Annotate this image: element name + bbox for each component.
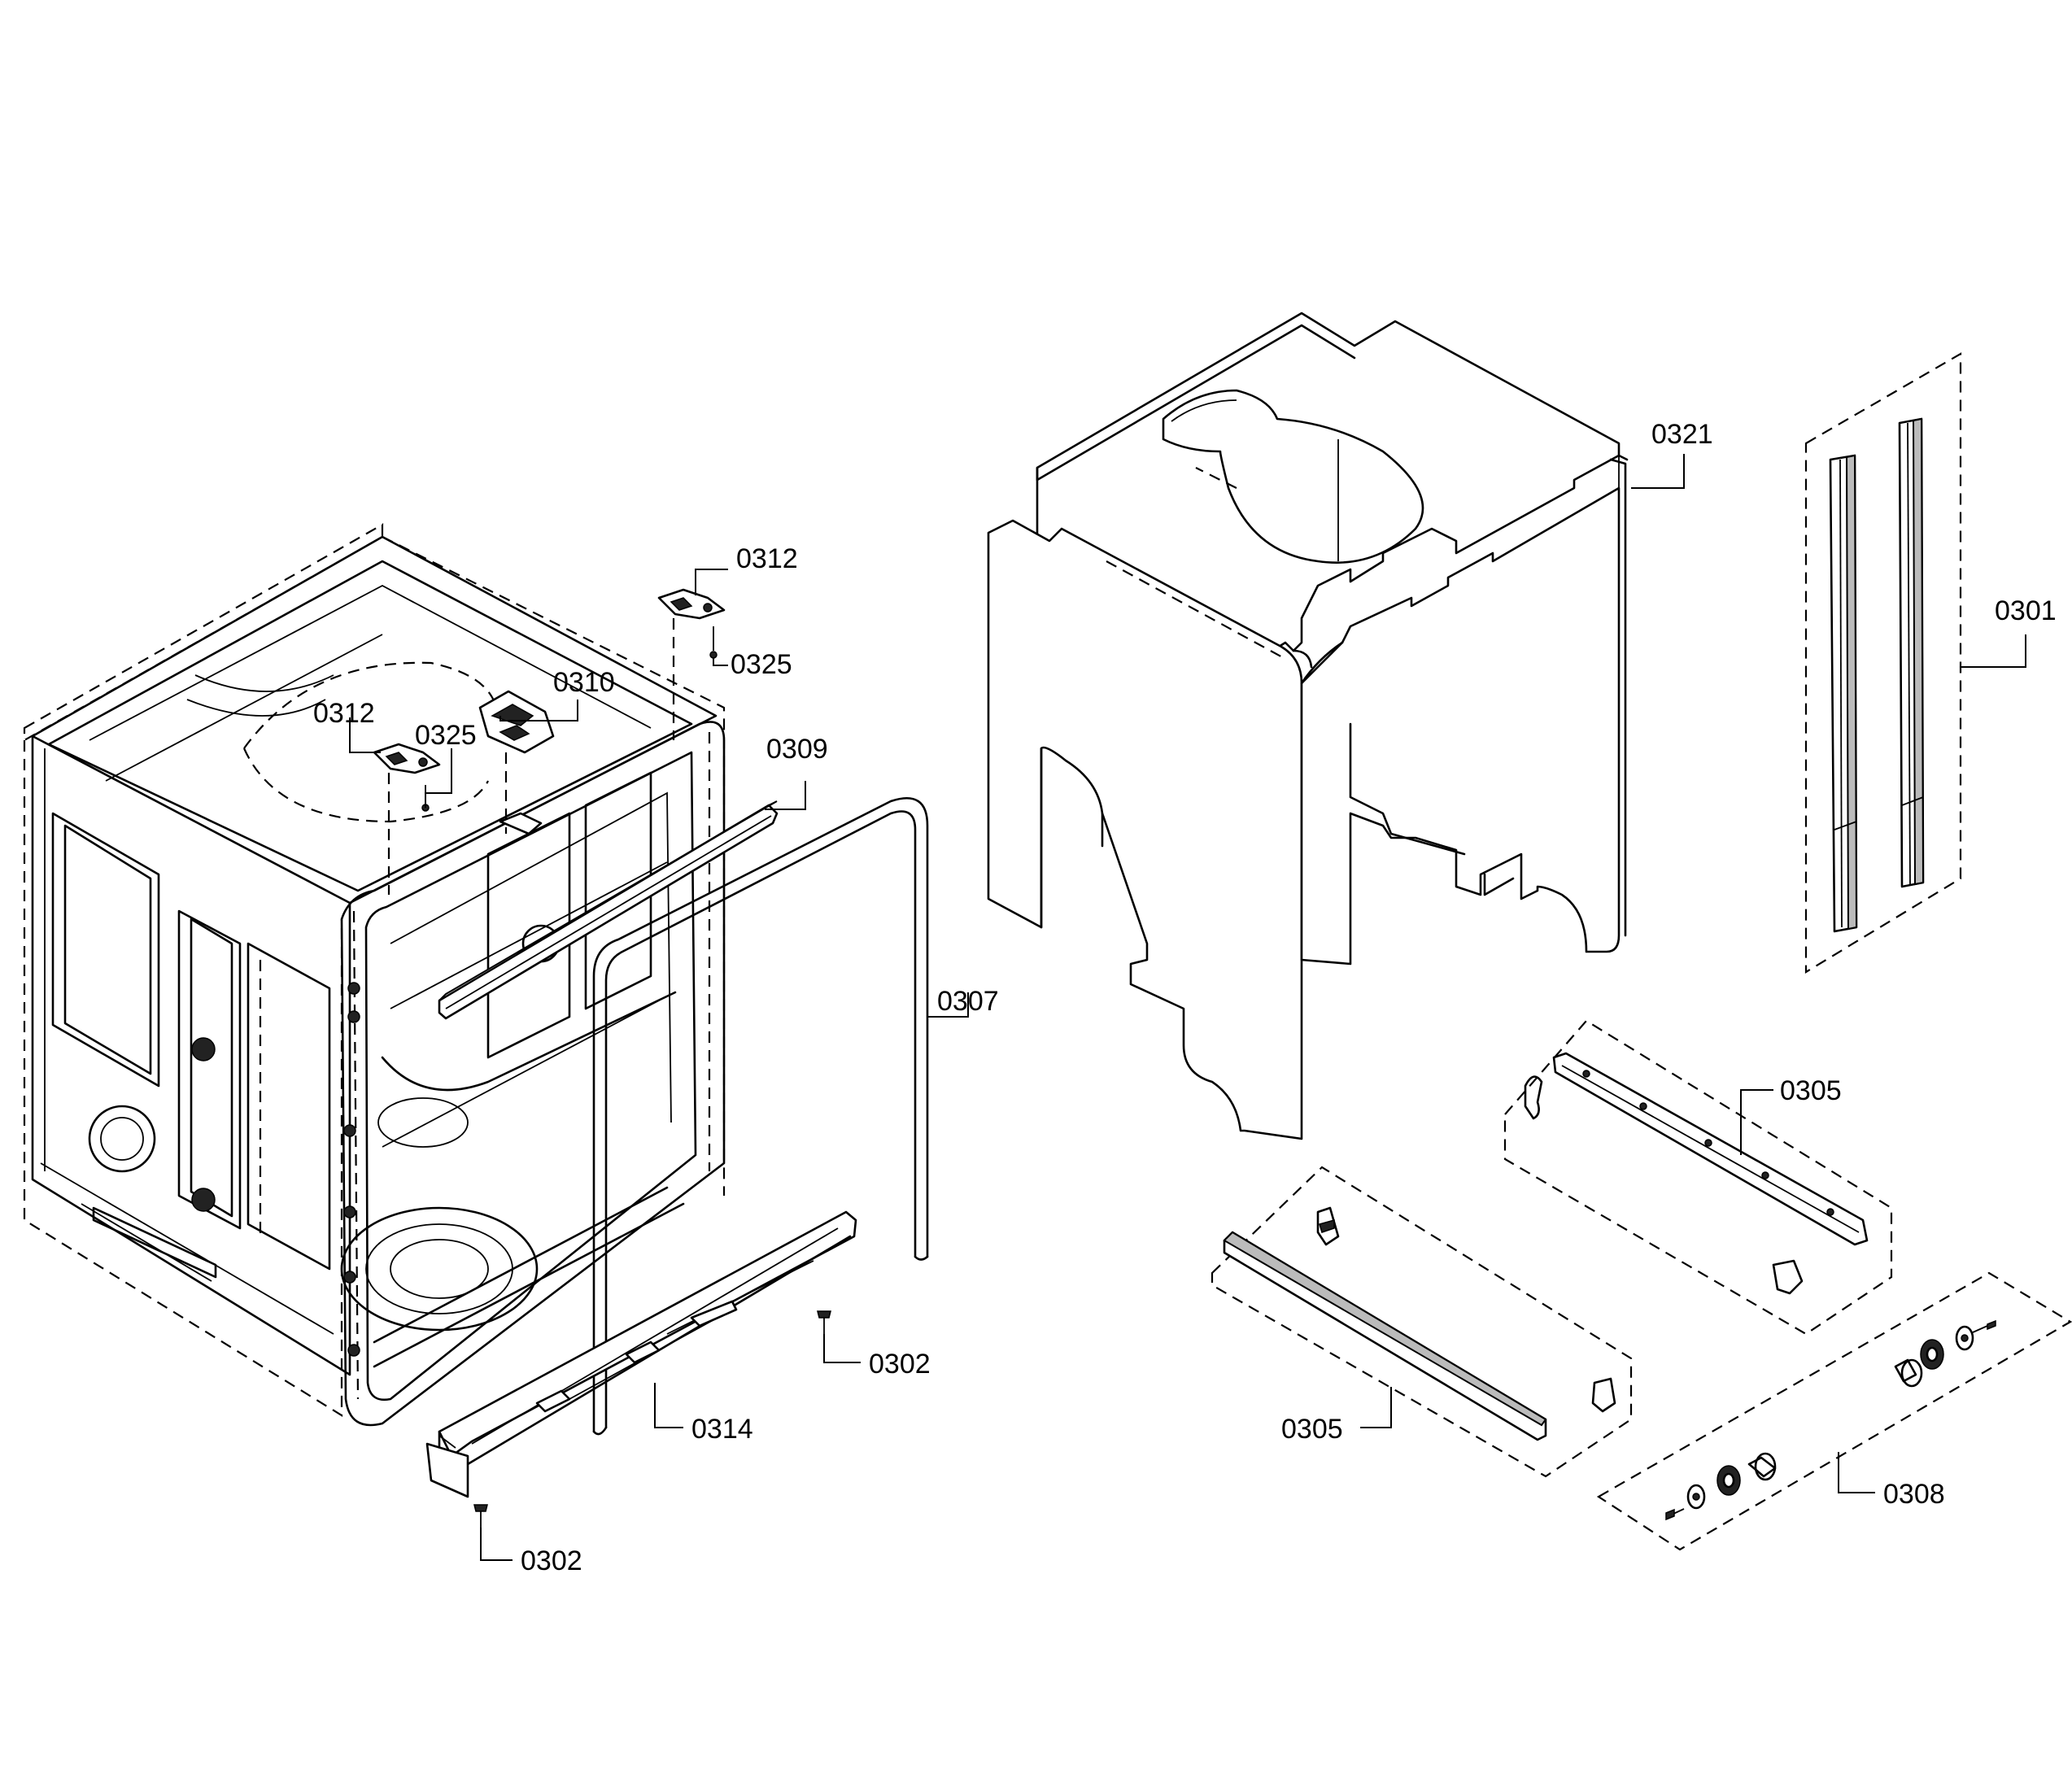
callout-0309: 0309 [766,734,828,765]
leader-lines [349,454,2026,1561]
callout-0314: 0314 [691,1414,753,1445]
screw-0325-right [709,626,718,659]
door-gasket-0307 [592,796,929,1436]
hinge-bracket-left [373,743,441,895]
insulation-blanket-0321 [987,312,1629,1140]
wheel-kit-0308 [1596,1271,2072,1551]
callout-0305-upper: 0305 [1780,1075,1842,1106]
callout-0312-right: 0312 [736,543,798,574]
hinge-bracket-right [657,588,726,740]
screw-0302-right [817,1310,831,1334]
dishwasher-tub [23,523,726,1427]
callout-0302-right: 0302 [869,1349,931,1380]
mounting-rail-0305-lower [1210,1166,1633,1478]
toe-kick-0314 [425,1210,857,1498]
callout-0310: 0310 [553,667,615,698]
callout-0302-left: 0302 [521,1545,582,1576]
callout-0325-left: 0325 [415,720,477,751]
callout-labels: 0312 0325 0310 0312 0325 0309 0307 0302 … [313,419,2057,1576]
callout-0312-left: 0312 [313,698,375,729]
callout-0305-lower: 0305 [1281,1414,1343,1445]
bracket-0310 [478,690,555,835]
rail-0309 [438,800,779,1020]
callout-0301: 0301 [1995,595,2057,626]
callout-0325-right: 0325 [731,649,792,680]
mounting-rail-0305-upper [1503,1019,1893,1336]
screw-0302-left [473,1504,488,1528]
callout-0307: 0307 [937,986,999,1017]
side-trim-set-0301 [1804,352,1962,974]
callout-0308: 0308 [1883,1479,1945,1510]
callout-0321: 0321 [1651,419,1713,450]
